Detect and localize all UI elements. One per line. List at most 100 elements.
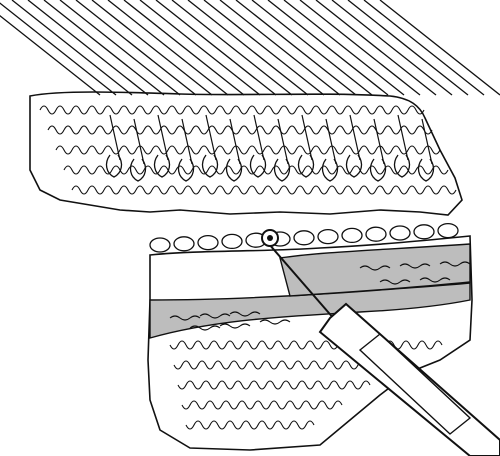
needle-line [379, 0, 500, 96]
upper-stitch [71, 145, 89, 155]
upper-stitch [391, 145, 409, 155]
needle-line [107, 0, 229, 96]
needle-loop [153, 154, 171, 178]
upper-stitch [391, 185, 409, 195]
upper-stitch [111, 125, 129, 135]
upper-stitch [103, 145, 121, 155]
upper-stitch [215, 145, 233, 155]
latch-tool-shaft [261, 235, 336, 321]
needle-line [251, 0, 373, 96]
needle-line [219, 0, 341, 96]
upper-stitch [247, 105, 265, 115]
upper-stitch [279, 145, 297, 155]
needle-loop [321, 158, 339, 182]
upper-stitch [167, 185, 185, 195]
upper-stitch [199, 105, 217, 115]
edge-loop [389, 225, 411, 241]
needle-loop [225, 158, 243, 182]
lower-stitch [245, 400, 263, 410]
upper-stitch [375, 145, 393, 155]
lower-stitch [237, 360, 255, 370]
upper-stitch [359, 145, 377, 155]
edge-loop [221, 233, 243, 250]
upper-stitch [71, 105, 89, 115]
lower-stitch [201, 340, 219, 350]
upper-stitch [47, 125, 65, 135]
loop-stem [109, 114, 121, 161]
upper-stitch [63, 165, 81, 175]
band-wave [419, 277, 451, 283]
waste-yarn-band-lower [149, 282, 471, 339]
lower-stitch [201, 420, 219, 430]
upper-stitch [375, 185, 393, 195]
needle-line [91, 0, 213, 96]
upper-stitch [247, 185, 265, 195]
lower-stitch [265, 340, 283, 350]
upper-stitch [231, 105, 249, 115]
upper-stitch [39, 105, 57, 115]
needle-line [203, 0, 325, 96]
upper-stitch [279, 185, 297, 195]
upper-stitch [423, 145, 441, 155]
lower-stitch [425, 340, 443, 350]
needle-loops [105, 114, 435, 182]
needle-line [155, 0, 277, 96]
loop-stem [373, 118, 385, 165]
upper-stitch [55, 145, 73, 155]
upper-stitch [327, 105, 345, 115]
upper-stitch [119, 185, 137, 195]
needle-line [283, 0, 405, 96]
needle-loop [129, 158, 147, 182]
lower-stitch [233, 420, 251, 430]
lower-stitch [265, 420, 283, 430]
machine-needles [0, 0, 500, 96]
upper-stitch [167, 105, 185, 115]
upper-stitch [71, 185, 89, 195]
knitted-lower-fabric [147, 235, 473, 451]
upper-stitch [207, 125, 225, 135]
band-wave [439, 261, 471, 267]
needle-loop [201, 154, 219, 178]
upper-stitch [87, 185, 105, 195]
lower-stitch [229, 400, 247, 410]
lower-stitch [221, 360, 239, 370]
loop-stem [253, 114, 265, 161]
lower-stitch [273, 380, 291, 390]
lower-stitch [193, 380, 211, 390]
upper-stitch [231, 145, 249, 155]
upper-stitch [343, 145, 361, 155]
needle-line [267, 0, 389, 96]
latch-tool-handle-inset [358, 333, 472, 435]
upper-stitch [215, 105, 233, 115]
lower-stitch [281, 420, 299, 430]
loop-stem [181, 118, 193, 165]
needle-loop [273, 158, 291, 182]
lower-stitch [297, 340, 315, 350]
upper-stitch [87, 105, 105, 115]
band-wave [169, 315, 201, 321]
band-wave [259, 319, 291, 325]
needle-loop [105, 154, 123, 178]
upper-stitch [135, 185, 153, 195]
needle-loop [249, 154, 267, 178]
upper-stitch [287, 125, 305, 135]
band-wave [399, 263, 431, 269]
lower-stitch [181, 400, 199, 410]
edge-loop [317, 228, 339, 245]
upper-stitch [279, 105, 297, 115]
loop-stem [301, 114, 313, 161]
loop-stem [421, 118, 433, 165]
needle-line [187, 0, 309, 96]
needle-line [0, 2, 117, 96]
edge-loop [341, 227, 363, 244]
upper-stitch [103, 185, 121, 195]
lower-stitch [297, 420, 315, 430]
lower-stitch [285, 360, 303, 370]
upper-stitch [359, 185, 377, 195]
lower-stitch [209, 380, 227, 390]
lower-stitch [197, 400, 215, 410]
lower-stitch [225, 380, 243, 390]
band-wave [199, 313, 231, 319]
upper-stitch [351, 125, 369, 135]
latch-tool-handle [318, 302, 500, 456]
